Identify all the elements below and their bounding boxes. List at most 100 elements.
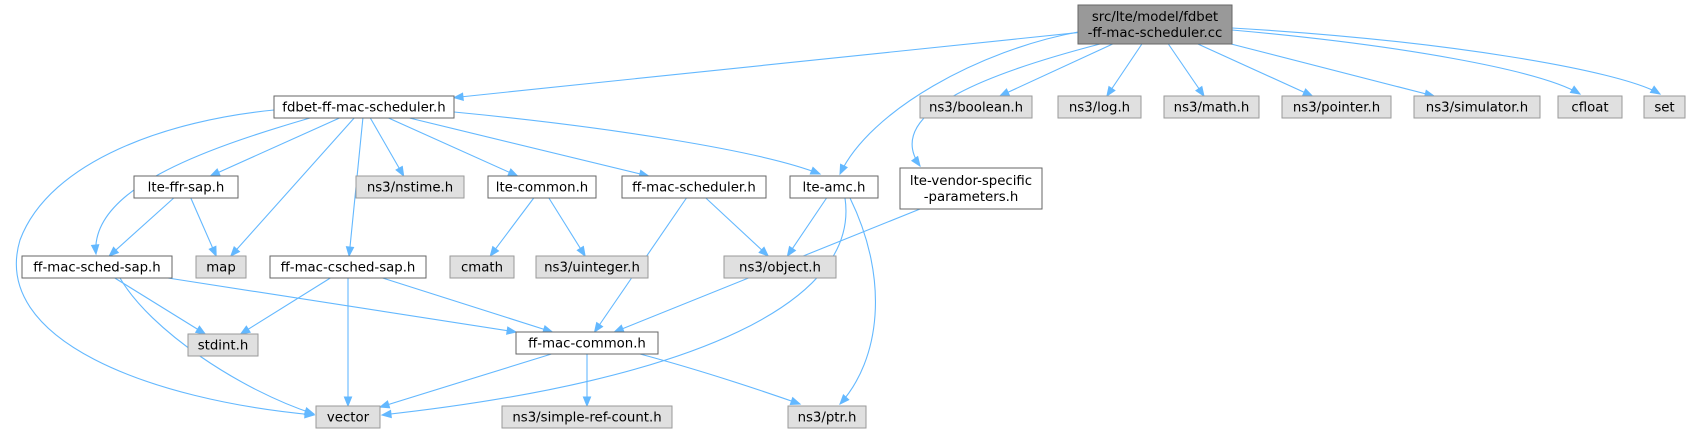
edge-line (240, 277, 331, 335)
edge-arrowhead (208, 245, 217, 258)
node-label: lte-amc.h (803, 181, 866, 196)
edge-lteffr-to-map (190, 197, 217, 258)
edge-common-to-simpleref (582, 354, 592, 408)
edge-root-to-fdbet_h (452, 31, 1079, 101)
node-uinteger: ns3/uinteger.h (535, 255, 649, 279)
edge-lteffr-to-schedsap (108, 197, 175, 257)
node-box (1281, 95, 1392, 119)
edge-arrowhead (378, 400, 391, 409)
node-label: ns3/pointer.h (1293, 101, 1380, 116)
edge-line (1231, 27, 1661, 95)
graph-nodes: src/lte/model/fdbet-ff-mac-scheduler.cc f… (21, 4, 1686, 429)
edge-line (705, 197, 769, 257)
edge-root-to-vendor (910, 43, 1101, 168)
edge-arrowhead (452, 92, 464, 101)
edge-line (381, 197, 847, 416)
node-label: ff-mac-common.h (528, 337, 646, 352)
edge-arrowhead (239, 325, 251, 335)
node-box (273, 95, 455, 119)
node-box (919, 95, 1033, 119)
node-label: ff-mac-scheduler.h (632, 181, 756, 196)
edge-root-to-lteamc (839, 31, 1079, 176)
node-schedsap[interactable]: ff-mac-sched-sap.h (21, 255, 173, 279)
node-ptr: ns3/ptr.h (787, 405, 867, 429)
node-box (187, 333, 259, 357)
edge-fdbet_h-to-lteffr (209, 117, 340, 177)
node-label: ns3/log.h (1069, 101, 1130, 116)
edge-fdbet_h-to-lteamc (453, 111, 822, 175)
node-label: -ff-mac-scheduler.cc (1088, 26, 1223, 41)
edge-root-to-math (1167, 43, 1205, 98)
node-label: cmath (461, 261, 503, 276)
edge-fdbet_h-to-nstime (369, 117, 405, 178)
node-box (899, 167, 1043, 210)
node-lteamc[interactable]: lte-amc.h (789, 175, 879, 199)
edge-arrowhead (345, 246, 355, 258)
edge-line (489, 197, 535, 257)
node-cmath: cmath (449, 255, 515, 279)
edge-line (95, 117, 311, 255)
edge-line (114, 277, 206, 335)
edge-line (230, 117, 355, 257)
edge-common-to-ptr (639, 353, 802, 405)
edge-lteamc-to-object (786, 197, 828, 258)
node-box (535, 255, 649, 279)
edge-line (1230, 43, 1435, 97)
node-box (789, 175, 879, 199)
node-map: map (195, 255, 247, 279)
node-label: ns3/simple-ref-count.h (512, 411, 661, 426)
edge-line (1167, 43, 1205, 97)
node-box (487, 175, 597, 199)
edge-line (167, 277, 517, 333)
edge-ltecommon-to-uinteger (548, 197, 586, 258)
edge-arrowhead (758, 246, 770, 257)
edge-arrowhead (506, 326, 518, 335)
node-label: map (206, 261, 236, 276)
edge-root-to-boolean (998, 43, 1113, 97)
node-label: stdint.h (198, 339, 249, 354)
edge-root-to-set (1231, 27, 1662, 95)
edge-arrowhead (507, 168, 519, 177)
node-log: ns3/log.h (1057, 95, 1142, 119)
graph-edges (15, 27, 1662, 419)
node-box (315, 405, 381, 429)
edge-line (1231, 29, 1581, 95)
node-box (1077, 4, 1233, 45)
edge-line (453, 111, 821, 175)
edge-arrowhead (209, 168, 221, 177)
edge-line (548, 197, 586, 257)
node-lteffr[interactable]: lte-ffr-sap.h (133, 175, 239, 199)
node-box (133, 175, 239, 199)
node-vendor[interactable]: lte-vendor-specific-parameters.h (899, 167, 1043, 210)
edge-line (15, 109, 315, 416)
node-cschedsap[interactable]: ff-mac-csched-sap.h (269, 255, 427, 279)
edge-arrowhead (194, 325, 207, 335)
edge-line (379, 353, 552, 408)
edge-ltecommon-to-cmath (489, 197, 535, 258)
node-root[interactable]: src/lte/model/fdbet-ff-mac-scheduler.cc (1077, 4, 1233, 45)
node-cfloat: cfloat (1557, 95, 1623, 119)
node-label: ns3/boolean.h (929, 101, 1023, 116)
edge-line (210, 117, 340, 177)
node-object: ns3/object.h (723, 255, 837, 279)
node-box (1057, 95, 1142, 119)
node-ffmacsched_h[interactable]: ff-mac-scheduler.h (621, 175, 767, 199)
node-common[interactable]: ff-mac-common.h (515, 331, 659, 355)
edge-arrowhead (786, 245, 797, 258)
node-box (723, 255, 837, 279)
node-fdbet_h[interactable]: fdbet-ff-mac-scheduler.h (273, 95, 455, 119)
node-simulator: ns3/simulator.h (1413, 95, 1541, 119)
node-set: set (1643, 95, 1686, 119)
node-box (787, 405, 867, 429)
edge-line (839, 197, 877, 405)
edge-arrowhead (576, 245, 586, 258)
edge-line (190, 197, 217, 257)
edge-ffmacsched_h-to-object (705, 197, 770, 257)
edge-root-to-log (1106, 43, 1143, 98)
node-label: ns3/nstime.h (367, 181, 453, 196)
edge-arrowhead (303, 406, 316, 416)
node-ltecommon[interactable]: lte-common.h (487, 175, 597, 199)
node-box (21, 255, 173, 279)
node-label: ns3/ptr.h (798, 411, 857, 426)
node-label: -parameters.h (924, 190, 1019, 205)
